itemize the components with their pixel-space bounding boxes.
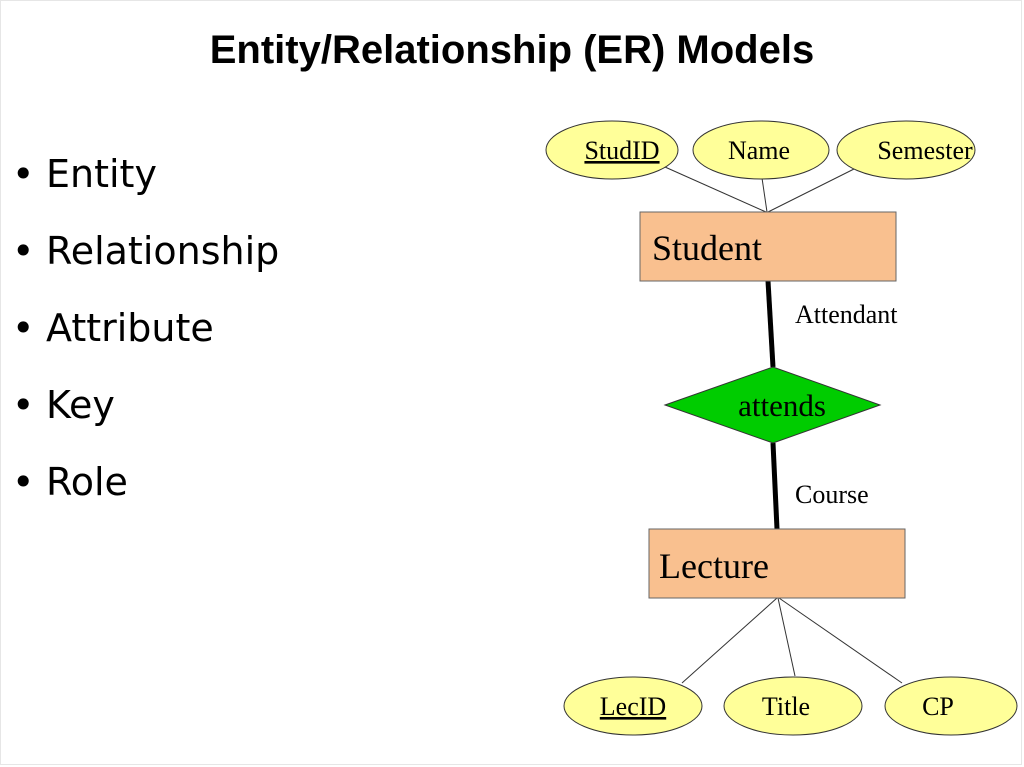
slide-title: Entity/Relationship (ER) Models (209, 28, 815, 72)
bullet-text: Entity (46, 152, 157, 196)
role-label-course: Course (795, 480, 869, 509)
attribute-studid: StudID (545, 120, 679, 180)
entity-label: Student (652, 228, 762, 268)
connector-cp (778, 597, 903, 684)
bullet-text: Role (46, 460, 128, 504)
attribute-semester: Semester (836, 120, 976, 180)
attribute-label: CP (922, 692, 954, 721)
bullet-marker: • (12, 306, 35, 350)
attribute-title: Title (723, 676, 863, 736)
attribute-label: Semester (877, 136, 973, 165)
connector-lecid (681, 597, 778, 684)
attribute-lecid: LecID (563, 676, 703, 736)
bullet-marker: • (12, 229, 35, 273)
attribute-shape (545, 120, 679, 180)
bullet-marker: • (12, 152, 35, 196)
bullet-marker: • (12, 383, 35, 427)
attribute-shape (723, 676, 863, 736)
attribute-label: Name (728, 136, 790, 165)
relationship-attends: attends (663, 366, 882, 444)
bullet-text: Relationship (46, 229, 280, 273)
relationship-label: attends (738, 388, 826, 423)
attribute-shape (563, 676, 703, 736)
relationship-shape (663, 366, 882, 444)
entity-shape (648, 528, 906, 599)
connector-name (761, 177, 768, 213)
attribute-label: Title (762, 692, 810, 721)
bullet-item-entity: •Entity (12, 142, 279, 219)
bullet-item-role: •Role (12, 450, 279, 527)
connector-attends-lecture (770, 442, 780, 530)
bullet-item-relationship: •Relationship (12, 219, 279, 296)
attribute-label: StudID (584, 136, 659, 165)
entity-shape (639, 211, 897, 282)
attribute-cp: CP (884, 676, 1018, 736)
connector-studid (664, 166, 767, 213)
bullet-list: •Entity •Relationship •Attribute •Key •R… (12, 142, 279, 527)
bullet-marker: • (12, 460, 35, 504)
bullet-text: Attribute (46, 306, 214, 350)
connector-title (777, 597, 796, 677)
attribute-name: Name (692, 120, 830, 180)
connector-semester (767, 166, 859, 213)
attribute-shape (692, 120, 830, 180)
connector-student-attends (765, 280, 776, 368)
attribute-shape (836, 120, 976, 180)
bullet-text: Key (46, 383, 115, 427)
entity-label: Lecture (659, 546, 769, 586)
attribute-label: LecID (600, 692, 666, 721)
entity-student: Student (639, 211, 897, 282)
bullet-item-key: •Key (12, 373, 279, 450)
attribute-shape (884, 676, 1018, 736)
role-label-attendant: Attendant (795, 300, 898, 329)
entity-lecture: Lecture (648, 528, 906, 599)
bullet-item-attribute: •Attribute (12, 296, 279, 373)
